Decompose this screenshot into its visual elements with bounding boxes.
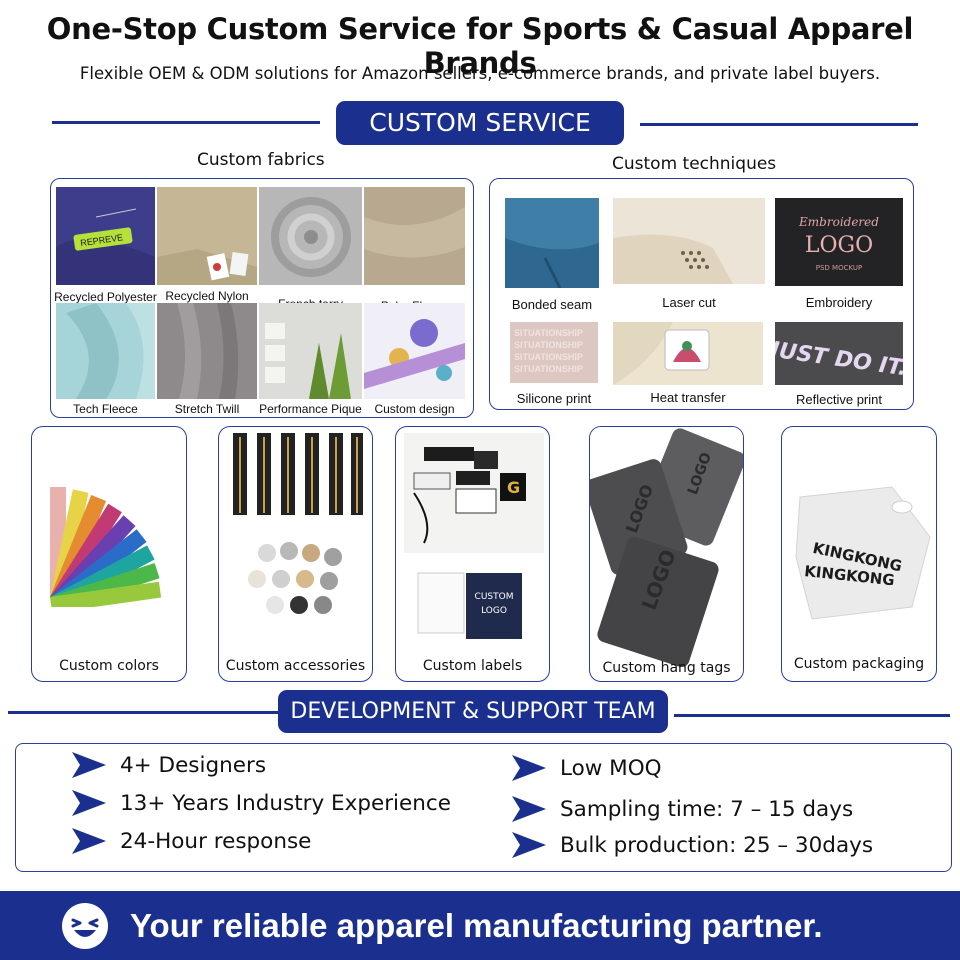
technique-label: Embroidery [805,295,873,310]
arrow-bullet-icon [72,790,106,816]
divider-right [640,123,918,126]
performance-pique-fabric-image [259,303,362,399]
fabric-label: Stretch Twill [174,402,240,416]
team-bullet: Bulk production: 25 – 30days [512,832,873,858]
laser-cut-image [613,198,765,284]
team-bullet-text: 4+ Designers [120,752,267,778]
team-banner: DEVELOPMENT & SUPPORT TEAM [278,690,668,733]
team-divider-left [8,711,278,714]
fabric-tile-french-terry: French terry [259,187,362,311]
svg-text:SITUATIONSHIP: SITUATIONSHIP [514,340,583,350]
team-bullet-text: Sampling time: 7 – 15 days [560,796,854,822]
arrow-bullet-icon [72,828,106,854]
fabric-label: Recycled Polyester [54,290,157,304]
team-bullet: 13+ Years Industry Experience [72,790,451,816]
fabric-label: Performance Pique [259,402,362,416]
card-label: Custom hang tags [602,660,731,676]
recycled-polyester-fabric-image: REPREVE [56,187,155,285]
page-title: One-Stop Custom Service for Sports & Cas… [46,12,914,80]
technique-label: Laser cut [662,295,716,310]
svg-text:SITUATIONSHIP: SITUATIONSHIP [514,328,583,338]
page-subtitle: Flexible OEM & ODM solutions for Amazon … [79,64,881,83]
fabric-tile-polar-fleece: Polar Fleece [364,187,465,313]
team-box: 4+ Designers 13+ Years Industry Experien… [15,743,952,872]
techniques-section-label: Custom techniques [612,154,777,174]
technique-tile-laser-cut: Laser cut [613,198,765,310]
card-custom-labels: G CUSTOM LOGO Custom labels [395,426,550,682]
woven-labels-image: G CUSTOM LOGO [404,433,544,658]
divider-left [52,121,320,124]
arrow-bullet-icon [72,752,106,778]
svg-text:LOGO: LOGO [805,233,873,258]
card-label: Custom colors [59,658,159,674]
team-bullet: Sampling time: 7 – 15 days [512,796,853,822]
fabric-label: Tech Fleece [73,402,138,416]
bonded-seam-image [505,198,599,288]
custom-design-fabric-image [364,303,465,399]
svg-text:SITUATIONSHIP: SITUATIONSHIP [514,352,583,362]
color-swatch-fan-image [44,477,174,613]
heat-transfer-image [613,322,763,385]
team-divider-right [674,714,950,717]
smiling-face-icon [62,903,108,949]
footer-tagline: Your reliable apparel manufacturing part… [130,907,823,944]
polar-fleece-fabric-image [364,187,465,285]
techniques-panel: Bonded seam Laser cut Embroidered LOGO P… [489,178,914,410]
fabric-tile-stretch-twill: Stretch Twill [157,303,257,416]
technique-tile-silicone-print: SITUATIONSHIP SITUATIONSHIP SITUATIONSHI… [510,322,598,406]
fabrics-section-label: Custom fabrics [197,150,325,170]
fabric-tile-performance-pique: Performance Pique [259,303,362,416]
fabric-tile-custom-design: Custom design [364,303,465,416]
arrow-bullet-icon [512,796,546,822]
svg-text:CUSTOM: CUSTOM [475,592,514,602]
fabrics-panel: REPREVE Recycled Polyester Recycled Nylo… [50,178,474,418]
packaging-bag-image: KINGKONG KINGKONG [792,477,932,632]
technique-tile-bonded-seam: Bonded seam [505,198,599,312]
arrow-bullet-icon [512,832,546,858]
french-terry-fabric-image [259,187,362,285]
svg-text:SITUATIONSHIP: SITUATIONSHIP [514,364,583,374]
team-bullet: Low MOQ [512,755,662,781]
fabric-tile-recycled-polyester: REPREVE Recycled Polyester [54,187,157,304]
team-bullet-text: 13+ Years Industry Experience [120,790,451,816]
zippers-and-buttons-image [227,433,367,658]
technique-label: Reflective print [796,392,882,407]
card-custom-colors: Custom colors [31,426,187,682]
custom-service-banner: CUSTOM SERVICE [336,101,624,145]
embroidery-image: Embroidered LOGO PSD MOCKUP [775,198,903,286]
technique-label: Bonded seam [511,297,593,312]
tech-fleece-fabric-image [56,303,155,399]
svg-text:Embroidered: Embroidered [798,215,879,229]
fabric-label: Recycled Nylon [165,289,249,303]
technique-tile-embroidery: Embroidered LOGO PSD MOCKUP Embroidery [775,198,903,310]
technique-label: Heat transfer [650,390,726,405]
card-label: Custom labels [422,658,523,674]
svg-text:PSD MOCKUP: PSD MOCKUP [816,264,862,272]
arrow-bullet-icon [512,755,546,781]
team-bullet: 24-Hour response [72,828,311,854]
card-label: Custom accessories [225,658,366,674]
technique-tile-reflective-print: JUST DO IT. Reflective print [775,322,903,407]
silicone-print-image: SITUATIONSHIP SITUATIONSHIP SITUATIONSHI… [510,322,598,383]
card-custom-packaging: KINGKONG KINGKONG Custom packaging [781,426,937,682]
fabric-label: Custom design [374,402,455,416]
technique-label: Silicone print [516,391,592,406]
svg-text:LOGO: LOGO [481,606,507,616]
hang-tags-image: LOGO LOGO LOGO [590,427,743,672]
team-bullet-text: Bulk production: 25 – 30days [560,832,874,858]
team-bullet: 4+ Designers [72,752,266,778]
team-bullet-text: 24-Hour response [120,828,312,854]
fabric-tile-recycled-nylon: Recycled Nylon [157,187,257,303]
card-label: Custom packaging [793,656,925,672]
fabric-tile-tech-fleece: Tech Fleece [56,303,155,416]
technique-tile-heat-transfer: Heat transfer [613,322,763,405]
card-custom-hang-tags: LOGO LOGO LOGO Custom hang tags [589,426,744,682]
team-bullet-text: Low MOQ [560,755,662,781]
recycled-nylon-fabric-image [157,187,257,285]
reflective-print-image: JUST DO IT. [775,322,903,385]
card-custom-accessories: Custom accessories [218,426,373,682]
footer-bar: Your reliable apparel manufacturing part… [0,891,960,960]
svg-text:G: G [507,478,520,497]
stretch-twill-fabric-image [157,303,257,399]
